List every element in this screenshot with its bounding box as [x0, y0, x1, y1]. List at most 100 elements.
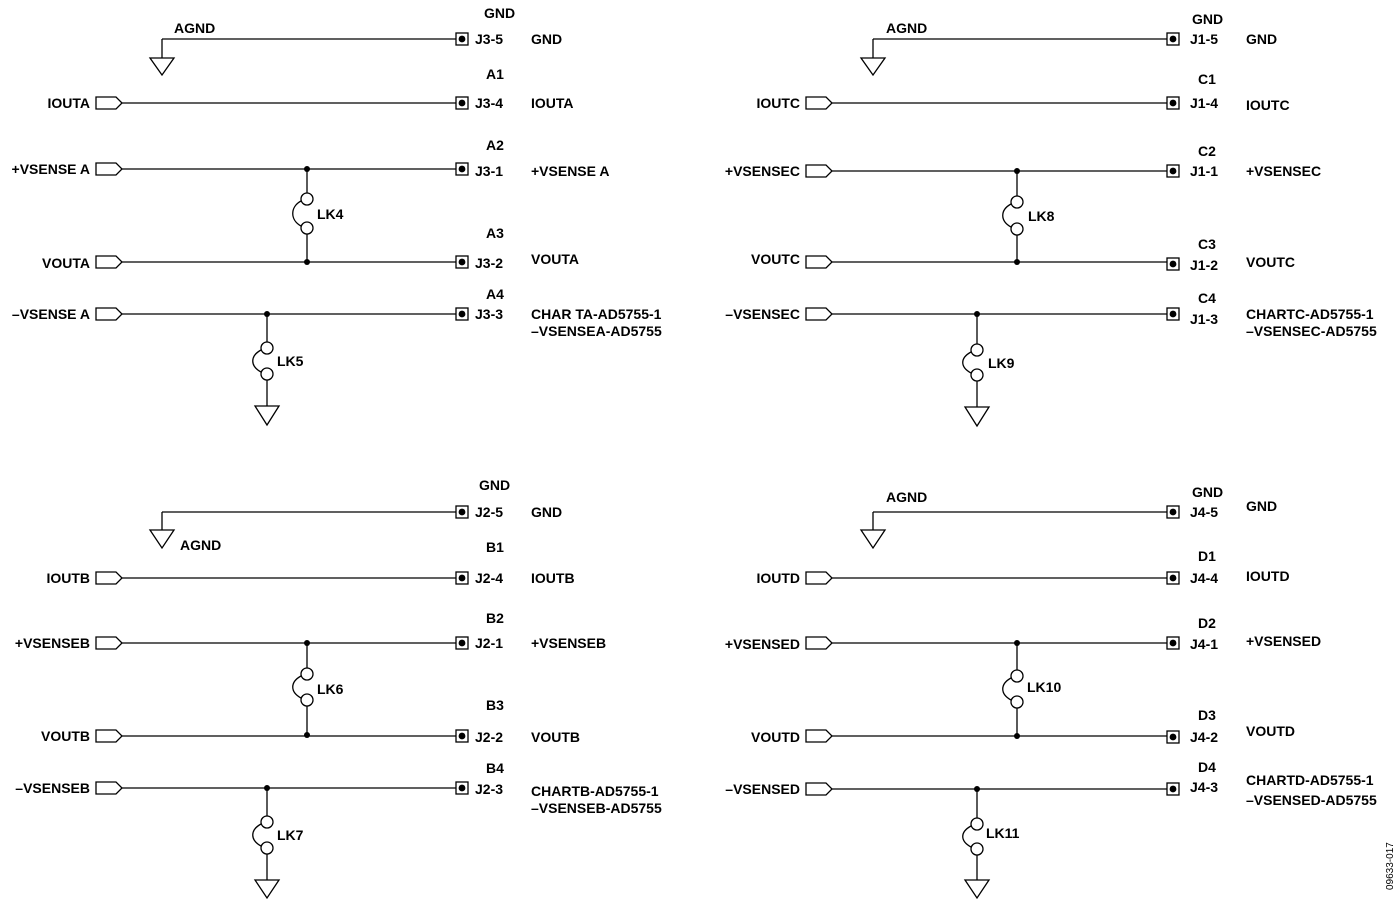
pin-header: D4	[1198, 759, 1216, 775]
pin-header: C3	[1198, 236, 1216, 252]
link-label: LK8	[1028, 208, 1055, 224]
ground-symbol	[963, 879, 991, 900]
connector-pin-j2-4	[455, 571, 469, 585]
connector-pin-j3-3	[455, 307, 469, 321]
pin-label: J2-4	[475, 570, 503, 586]
pin-header: C1	[1198, 71, 1216, 87]
connector-pin-j4-1	[1166, 636, 1180, 650]
net-label-2: –VSENSEB-AD5755	[531, 800, 662, 816]
pin-label: J4-1	[1190, 636, 1218, 652]
port-arrow-icon	[805, 164, 833, 178]
port-arrow-icon	[805, 636, 833, 650]
port-label: +VSENSED	[725, 636, 800, 652]
net-label: CHARTD-AD5755-1	[1246, 772, 1374, 788]
net-label: +VSENSE A	[531, 163, 609, 179]
port-label: IOUTD	[756, 570, 800, 586]
connector-pin-j2-1	[455, 636, 469, 650]
ground-symbol	[253, 405, 281, 427]
port-label: +VSENSEC	[725, 163, 800, 179]
pin-label: J4-3	[1190, 779, 1218, 795]
port-arrow-icon	[805, 307, 833, 321]
block-c: AGND GND J1-5 GND IOUTC C1 J1-4 IOUTC +V…	[725, 11, 1377, 428]
pin-label: J3-1	[475, 163, 503, 179]
net-label: CHARTB-AD5755-1	[531, 783, 659, 799]
port-label: –VSENSE A	[12, 306, 90, 322]
block-d: AGND GND J4-5 GND IOUTD D1 J4-4 IOUTD +V…	[725, 484, 1377, 900]
agnd-ground-symbol	[148, 57, 176, 77]
port-label: +VSENSE A	[12, 161, 90, 177]
pin-header: B4	[486, 760, 504, 776]
net-label: GND	[531, 504, 562, 520]
net-label: IOUTB	[531, 570, 575, 586]
net-label: VOUTA	[531, 251, 579, 267]
pin-label: J4-5	[1190, 504, 1218, 520]
pin-header: B1	[486, 539, 504, 555]
ground-symbol	[253, 879, 281, 900]
net-label-2: –VSENSED-AD5755	[1246, 792, 1377, 808]
agnd-label: AGND	[180, 537, 221, 553]
gnd-header: GND	[479, 477, 510, 493]
net-label: CHARTC-AD5755-1	[1246, 306, 1374, 322]
pin-header: A1	[486, 66, 504, 82]
pin-label: J1-3	[1190, 311, 1218, 327]
link-lk11: LK11	[962, 786, 1020, 900]
connector-pin-j2-5	[455, 505, 469, 519]
connector-pin-j1-4	[1166, 96, 1180, 110]
link-label: LK6	[317, 681, 344, 697]
agnd-label: AGND	[886, 489, 927, 505]
port-label: VOUTB	[41, 728, 90, 744]
ground-symbol	[963, 406, 991, 428]
net-label: VOUTC	[1246, 254, 1295, 270]
pin-label: J2-3	[475, 781, 503, 797]
pin-label: J3-4	[475, 95, 503, 111]
figure-id: 09633-017	[1385, 842, 1396, 890]
connector-pin-j2-3	[455, 781, 469, 795]
link-label: LK11	[986, 825, 1020, 841]
port-label: +VSENSEB	[15, 635, 90, 651]
net-label: GND	[1246, 498, 1277, 514]
net-label: GND	[1246, 31, 1277, 47]
connector-pin-j3-4	[455, 96, 469, 110]
port-label: IOUTC	[756, 95, 800, 111]
pin-header: A2	[486, 137, 504, 153]
link-lk8: LK8	[1002, 168, 1055, 265]
connector-pin-j1-2	[1166, 257, 1180, 271]
connector-pin-j2-2	[455, 729, 469, 743]
net-label: +VSENSEC	[1246, 163, 1321, 179]
link-lk10: LK10	[1002, 640, 1061, 739]
net-label-2: –VSENSEA-AD5755	[531, 323, 662, 339]
block-b: AGND GND J2-5 GND IOUTB B1 J2-4 IOUTB +V…	[15, 477, 662, 900]
net-label: IOUTD	[1246, 568, 1290, 584]
pin-header: A4	[486, 286, 504, 302]
block-a: AGND GND J3-5 GND IOUTA A1 J3-4 IOUTA +V…	[12, 5, 662, 427]
link-label: LK7	[277, 827, 304, 843]
pin-label: J3-5	[475, 31, 503, 47]
pin-label: J3-3	[475, 306, 503, 322]
pin-label: J4-2	[1190, 729, 1218, 745]
agnd-ground-symbol	[859, 529, 887, 550]
port-arrow-icon	[805, 571, 833, 585]
pin-label: J1-5	[1190, 31, 1218, 47]
link-label: LK10	[1027, 679, 1061, 695]
pin-label: J2-2	[475, 729, 503, 745]
net-label: VOUTD	[1246, 723, 1295, 739]
port-arrow-icon	[95, 781, 123, 795]
port-arrow-icon	[805, 255, 833, 269]
link-label: LK4	[317, 206, 344, 222]
link-lk7: LK7	[252, 785, 304, 900]
port-label: –VSENSEC	[725, 306, 800, 322]
pin-label: J1-4	[1190, 95, 1218, 111]
port-label: VOUTD	[751, 729, 800, 745]
pin-label: J2-1	[475, 635, 503, 651]
pin-header: C4	[1198, 290, 1216, 306]
connector-pin-j4-5	[1166, 505, 1180, 519]
connector-pin-j4-3	[1166, 782, 1180, 796]
port-label: –VSENSED	[725, 781, 800, 797]
link-lk4: LK4	[292, 166, 344, 265]
port-arrow-icon	[805, 96, 833, 110]
port-arrow-icon	[805, 782, 833, 796]
port-arrow-icon	[95, 96, 123, 110]
connector-pin-j3-1	[455, 162, 469, 176]
net-label: VOUTB	[531, 729, 580, 745]
net-label: +VSENSED	[1246, 633, 1321, 649]
